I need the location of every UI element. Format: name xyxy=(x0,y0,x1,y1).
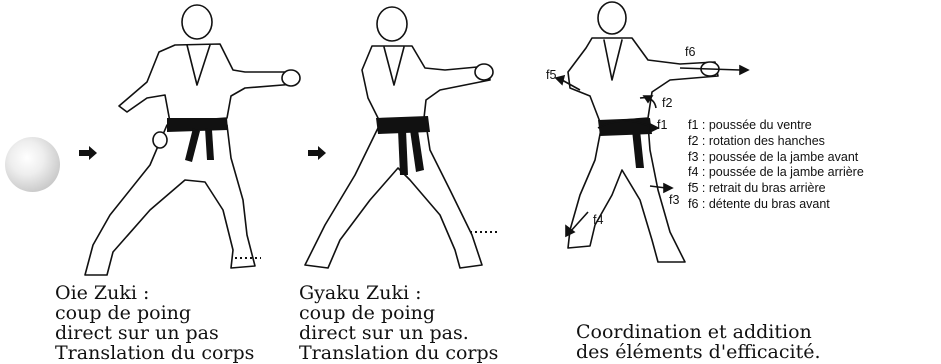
caption-line: Translation du corps xyxy=(299,342,499,364)
force-label-f4: f4 xyxy=(593,213,604,227)
coordination-figure xyxy=(554,1,750,263)
legend-item: f1 : poussée du ventre xyxy=(688,118,812,132)
caption-line: direct sur un pas xyxy=(55,322,219,344)
force-label-f1: f1 xyxy=(657,118,668,132)
legend-item: f4 : poussée de la jambe arrière xyxy=(688,165,864,180)
caption-line: Translation du corps xyxy=(55,342,255,364)
legend-item: f3 : poussée de la jambe avant xyxy=(688,149,859,164)
shaded-ball-bullet xyxy=(5,137,60,192)
caption-coordination: Coordination et addition des éléments d'… xyxy=(576,322,821,362)
legend-item: f2 : rotation des hanches xyxy=(688,133,825,148)
caption-title: Oie Zuki : xyxy=(55,282,150,304)
caption-line: coup de poing xyxy=(299,302,436,324)
force-label-f3: f3 xyxy=(669,193,680,207)
force-label-f5: f5 xyxy=(546,68,557,82)
caption-line: Coordination et addition xyxy=(576,321,812,343)
oie-zuki-figure xyxy=(79,4,301,276)
caption-gyaku-zuki: Gyaku Zuki : coup de poing direct sur un… xyxy=(299,283,498,363)
legend-item: f5 : retrait du bras arrière xyxy=(688,181,826,196)
gyaku-zuki-figure xyxy=(304,6,498,269)
force-legend: f1 : poussée du ventre f2 : rotation des… xyxy=(688,118,864,213)
caption-title: Gyaku Zuki : xyxy=(299,282,422,304)
arrow-right-icon xyxy=(79,146,97,160)
caption-line: des éléments d'efficacité. xyxy=(576,341,821,363)
caption-oie-zuki: Oie Zuki : coup de poing direct sur un p… xyxy=(55,283,254,363)
force-label-f6: f6 xyxy=(685,45,696,59)
legend-item: f6 : détente du bras avant xyxy=(688,196,830,211)
arrow-right-icon xyxy=(308,146,326,160)
force-label-f2: f2 xyxy=(662,96,673,110)
caption-line: direct sur un pas. xyxy=(299,322,469,344)
caption-line: coup de poing xyxy=(55,302,192,324)
